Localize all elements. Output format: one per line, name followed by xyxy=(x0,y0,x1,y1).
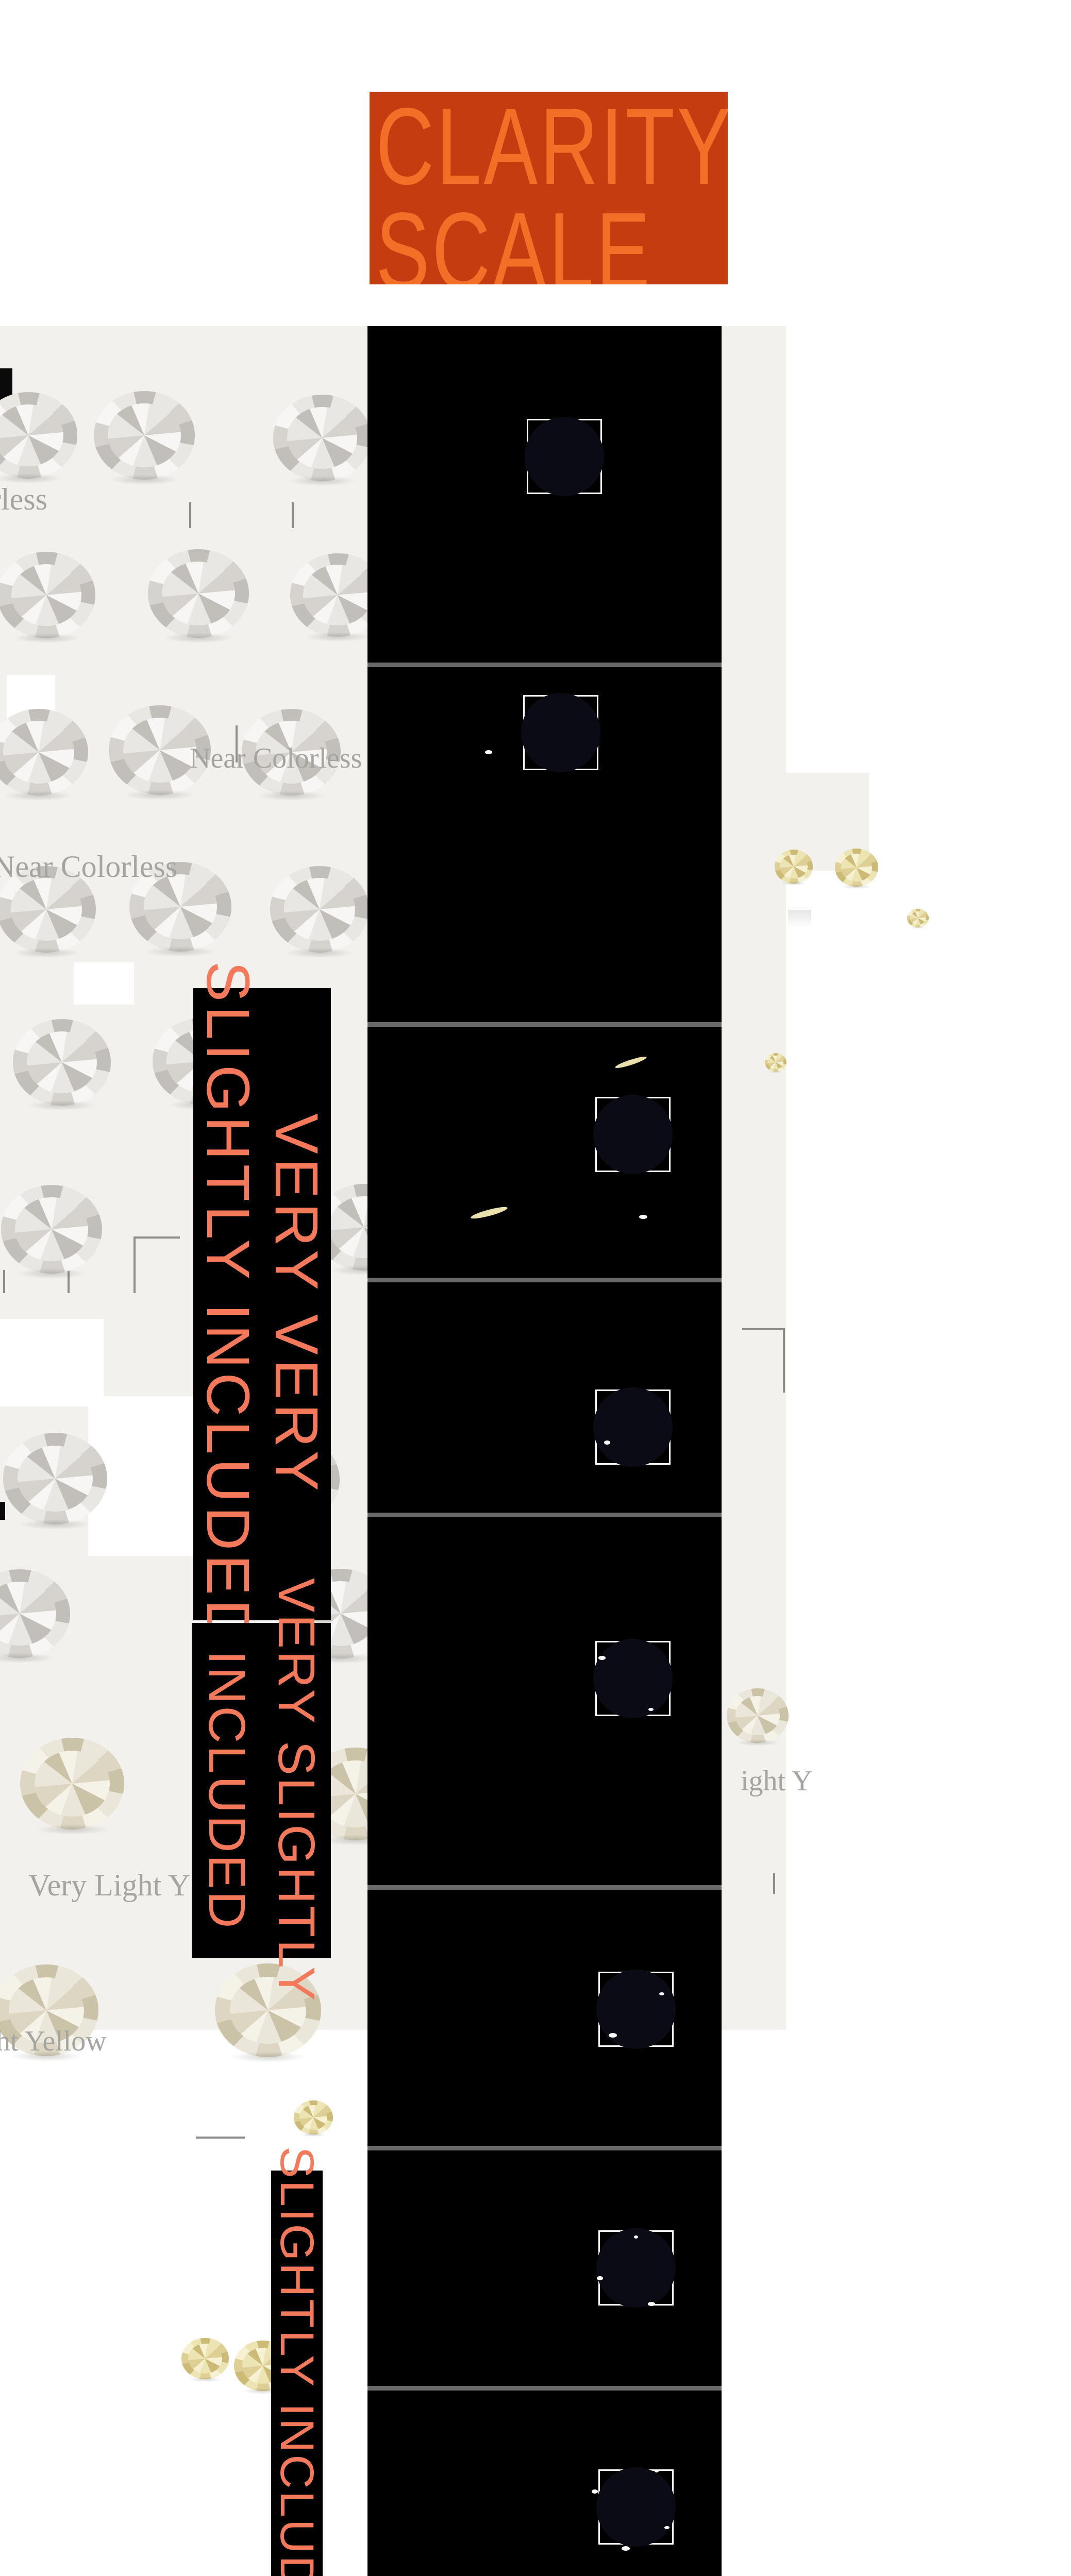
clarity-diagram xyxy=(470,1055,673,1221)
diamond-image xyxy=(1,1184,102,1281)
diamond-image xyxy=(0,708,88,803)
diamond-image xyxy=(242,708,341,803)
clarity-diagram xyxy=(485,693,600,772)
diamond-outline-circle xyxy=(521,693,600,772)
grade-bracket-line xyxy=(196,2137,245,2139)
diamond-outline-circle xyxy=(596,1970,676,2049)
diamond-image xyxy=(20,1738,124,1837)
glitch-white-patch xyxy=(74,962,134,1005)
grade-tick-line xyxy=(783,1328,785,1393)
diamond-image xyxy=(294,2100,333,2138)
row-divider xyxy=(367,2386,722,2391)
grade-bracket-line xyxy=(742,1328,783,1330)
row-divider xyxy=(367,2146,722,2150)
color-grade-label: ht Yellow xyxy=(0,2025,107,2057)
row-divider xyxy=(367,1022,722,1027)
diamond-image xyxy=(129,861,231,959)
label-line: INCLUDED xyxy=(198,1650,256,1930)
diamond-image xyxy=(148,549,249,646)
clarity-diagram xyxy=(596,2228,676,2308)
inclusion-speck xyxy=(485,750,492,754)
diamond-image xyxy=(0,552,95,646)
diamond-image xyxy=(273,395,371,488)
grade-tick-line xyxy=(133,1236,136,1293)
inclusion-speck xyxy=(634,2235,638,2239)
diamond-image xyxy=(13,1019,111,1113)
diamond-image xyxy=(181,2337,229,2383)
grade-tick-line xyxy=(236,725,238,762)
color-grade-label: Very Light Y xyxy=(28,1868,191,1902)
grade-tick-line xyxy=(292,502,294,528)
clarity-category-text: SLIGHTLY INCLUDED xyxy=(271,2146,323,2576)
clarity-diagram xyxy=(592,2467,676,2551)
inclusion-speck xyxy=(598,1656,606,1660)
row-divider xyxy=(367,1278,722,1282)
grade-tick-line xyxy=(3,1270,5,1293)
diamond-outline-circle xyxy=(593,1095,673,1174)
inclusion-speck xyxy=(609,2032,617,2038)
inclusion-speck xyxy=(622,2546,630,2551)
inclusion-speck xyxy=(659,1992,664,1995)
grade-tick-line xyxy=(773,1873,775,1894)
clarity-diagram xyxy=(596,1970,676,2049)
diamond-image xyxy=(765,1053,786,1074)
diamond-image xyxy=(0,392,77,486)
clarity-category-label: SLIGHTLY INCLUDED xyxy=(271,2146,323,2576)
diamond-image xyxy=(0,866,96,960)
label-line: VERY SLIGHTLY xyxy=(267,1578,325,2003)
diamond-image xyxy=(727,1688,789,1747)
diamond-outline-circle xyxy=(596,2228,676,2308)
inclusion-speck xyxy=(597,2276,603,2280)
diamond-outline-circle xyxy=(596,2467,676,2547)
color-grade-label: Near Colorless xyxy=(190,742,362,774)
inclusion-speck xyxy=(592,2489,598,2494)
grade-tick-line xyxy=(68,1270,70,1293)
title-line-1: CLARITY xyxy=(376,92,728,207)
diamond-image xyxy=(215,1963,321,2065)
row-divider xyxy=(367,1885,722,1890)
row-divider xyxy=(367,1513,722,1517)
grade-tick-line xyxy=(189,502,191,528)
diamond-outline-circle xyxy=(593,1639,673,1718)
gradient-patch xyxy=(788,910,811,928)
inclusion-speck xyxy=(639,1215,647,1219)
glitch-white-patch xyxy=(0,1319,104,1406)
diamond-image xyxy=(3,1433,107,1532)
diamond-image xyxy=(907,908,929,929)
glitch-black-mark xyxy=(0,1502,5,1520)
clarity-diagram xyxy=(593,1387,673,1467)
inclusion-speck xyxy=(648,2302,655,2306)
inclusion-speck xyxy=(648,1708,654,1711)
color-grade-label: Near Colorless xyxy=(0,850,178,884)
diamond-outline-circle xyxy=(525,417,604,496)
diamond-image xyxy=(109,705,211,803)
diamond-outline-circle xyxy=(593,1387,673,1467)
inclusion-speck xyxy=(655,2469,659,2472)
diamond-image xyxy=(0,1964,98,2063)
color-grade-label: rless xyxy=(0,482,47,516)
clarity-diagram xyxy=(525,417,604,496)
label-line: SLIGHTLY INCLUDED xyxy=(194,961,262,1648)
diamond-image xyxy=(270,866,369,960)
diamond-image xyxy=(835,849,878,890)
color-grade-label: ight Y xyxy=(741,1765,813,1797)
inclusion-speck xyxy=(664,2526,670,2529)
page-title: CLARITY SCALE xyxy=(370,92,728,284)
clarity-diagram xyxy=(593,1639,673,1718)
diamond-image xyxy=(775,850,813,886)
inclusion-speck xyxy=(604,1440,610,1445)
diamond-image xyxy=(94,391,195,487)
label-line: SLIGHTLY INCLUDED xyxy=(271,2146,323,2576)
label-line: VERY VERY xyxy=(262,1113,331,1496)
grade-bracket-line xyxy=(133,1236,180,1239)
title-line-2: SCALE xyxy=(376,190,652,285)
row-divider xyxy=(367,663,722,667)
